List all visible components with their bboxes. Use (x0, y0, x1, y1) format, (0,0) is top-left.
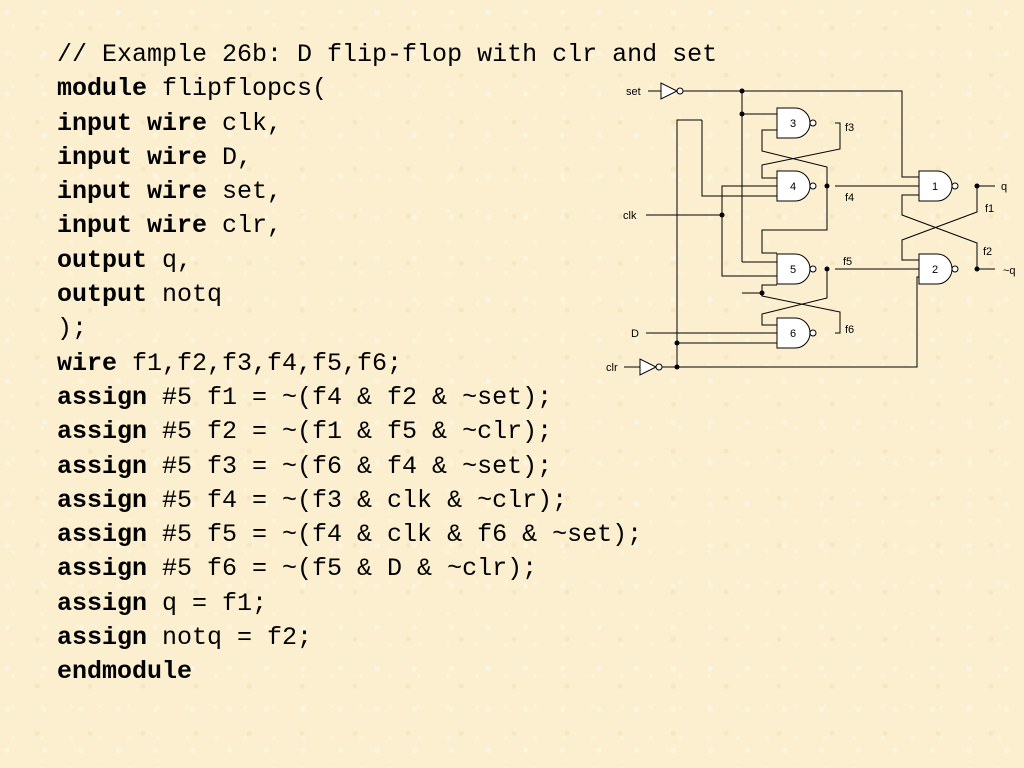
wire-f3-out (761, 122, 841, 179)
svg-text:4: 4 (790, 181, 796, 193)
code-line: assign #5 f5 = ~(f4 & clk & f6 & ~set); (57, 518, 717, 552)
code-text: notq = f2; (147, 623, 313, 653)
code-line: assign q = f1; (57, 587, 717, 621)
label-d: D (631, 328, 639, 340)
code-text: ); (57, 314, 88, 344)
code-line: module flipflopcs( (57, 72, 717, 106)
inverter-clr (624, 358, 663, 376)
nand-gate-3: 3 (776, 107, 817, 139)
svg-text:1: 1 (932, 181, 938, 193)
label-q: q (1001, 181, 1007, 193)
code-keyword: assign (57, 554, 148, 584)
code-line: ); (57, 312, 717, 346)
code-line: input wire clk, (57, 107, 717, 141)
nand-gate-2: 2 (918, 253, 959, 285)
code-line: assign notq = f2; (57, 621, 717, 655)
code-text: #5 f1 = ~(f4 & f2 & ~set); (147, 382, 553, 412)
code-text: notq (147, 280, 223, 310)
wire-clr-rail (659, 276, 919, 368)
code-text: flipflopcs( (147, 74, 328, 104)
code-keyword: assign (57, 520, 148, 550)
nand-gate-4: 4 (776, 170, 817, 202)
wire-clr-to-g4 (676, 119, 702, 343)
nand-gate-1: 1 (918, 170, 959, 202)
code-keyword: input wire (57, 108, 208, 138)
code-keyword: module (57, 74, 148, 104)
code-text: // Example 26b: D flip-flop with clr and… (57, 40, 718, 69)
svg-text:5: 5 (790, 264, 796, 276)
label-f3: f3 (845, 122, 854, 134)
wire-f4-to-g5 (761, 186, 828, 254)
code-keyword: input wire (57, 177, 208, 207)
code-text: #5 f2 = ~(f1 & f5 & ~clr); (147, 417, 553, 447)
code-line: // Example 26b: D flip-flop with clr and… (57, 38, 717, 72)
label-f5: f5 (843, 256, 852, 268)
code-line: input wire set, (57, 175, 717, 209)
label-f1: f1 (985, 203, 994, 215)
code-line: endmodule (57, 655, 717, 689)
wire-clk-to-g4 (721, 185, 777, 215)
wire-f2-cross (901, 194, 978, 269)
junctions (674, 88, 980, 370)
label-set: set (626, 86, 641, 98)
code-text: D, (207, 142, 253, 172)
nand-gate-6: 6 (776, 317, 817, 349)
code-text: #5 f3 = ~(f6 & f4 & ~set); (147, 451, 553, 481)
inverter-set (648, 82, 684, 100)
code-line: assign #5 f2 = ~(f1 & f5 & ~clr); (57, 415, 717, 449)
label-clk: clk (623, 210, 637, 222)
code-text: clr, (207, 211, 283, 241)
code-text: #5 f5 = ~(f4 & clk & f6 & ~set); (147, 520, 643, 550)
wire-clk-to-g5 (721, 215, 777, 277)
label-notq: ~q (1003, 265, 1016, 277)
code-line: output notq (57, 278, 717, 312)
code-keyword: wire (57, 348, 118, 378)
code-keyword: assign (57, 451, 148, 481)
code-line: assign #5 f4 = ~(f3 & clk & ~clr); (57, 484, 717, 518)
code-line: assign #5 f6 = ~(f5 & D & ~clr); (57, 552, 717, 586)
svg-text:6: 6 (790, 328, 796, 340)
label-f2: f2 (983, 246, 992, 258)
nand-gate-5: 5 (776, 253, 817, 285)
code-text: clk, (207, 108, 283, 138)
code-keyword: assign (57, 485, 148, 515)
code-keyword: input wire (57, 142, 208, 172)
code-text: #5 f6 = ~(f5 & D & ~clr); (147, 554, 538, 584)
code-keyword: assign (57, 417, 148, 447)
code-line: input wire D, (57, 141, 717, 175)
code-keyword: output (57, 280, 148, 310)
label-f4: f4 (845, 192, 854, 204)
code-line: assign #5 f3 = ~(f6 & f4 & ~set); (57, 450, 717, 484)
wire-clr-g4 (701, 120, 777, 197)
label-f6: f6 (845, 324, 854, 336)
code-keyword: endmodule (57, 657, 193, 687)
code-keyword: assign (57, 382, 148, 412)
code-line: assign #5 f1 = ~(f4 & f2 & ~set); (57, 381, 717, 415)
svg-text:2: 2 (932, 264, 938, 276)
wire-f4-to-g3 (761, 129, 828, 186)
wire-set-rail (682, 90, 919, 178)
code-keyword: assign (57, 623, 148, 653)
wire-f6-out (761, 284, 841, 334)
code-line: output q, (57, 244, 717, 278)
code-text: f1,f2,f3,f4,f5,f6; (117, 348, 403, 378)
svg-text:3: 3 (790, 118, 796, 130)
code-text: #5 f4 = ~(f3 & clk & ~clr); (147, 485, 568, 515)
code-text: set, (207, 177, 283, 207)
code-text: q, (147, 245, 193, 275)
code-keyword: output (57, 245, 148, 275)
wire-clr-up (676, 342, 777, 367)
code-line: input wire clr, (57, 209, 717, 243)
code-text: q = f1; (147, 588, 268, 618)
label-clr: clr (606, 362, 618, 374)
code-keyword: input wire (57, 211, 208, 241)
code-keyword: assign (57, 588, 148, 618)
code-line: wire f1,f2,f3,f4,f5,f6; (57, 347, 717, 381)
wire-f5-to-g6 (761, 269, 828, 326)
verilog-code-block: // Example 26b: D flip-flop with clr and… (57, 38, 717, 690)
